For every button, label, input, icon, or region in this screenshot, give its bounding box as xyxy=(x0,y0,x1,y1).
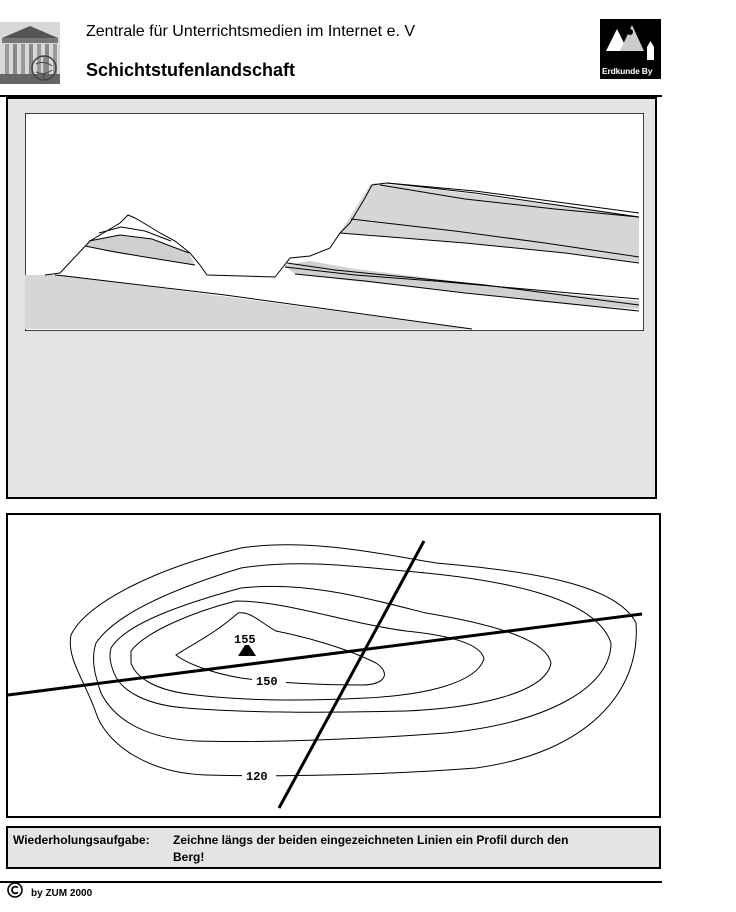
erdkunde-logo: Erdkunde By xyxy=(600,19,661,79)
summit-triangle xyxy=(238,642,256,656)
contour-lines xyxy=(69,544,637,777)
label-155-bg xyxy=(232,632,262,645)
task-text-line2: Berg! xyxy=(173,850,205,864)
profile-middle-band xyxy=(283,261,639,309)
footer-divider xyxy=(0,881,662,883)
task-text-line1: Zeichne längs der beiden eingezeichneten… xyxy=(173,833,569,847)
contour-map-frame xyxy=(6,513,661,818)
parthenon-logo-icon xyxy=(0,22,60,84)
profile-base-layer xyxy=(25,275,472,329)
profile-left-band xyxy=(85,235,195,265)
contour-map: 155 150 120 xyxy=(7,540,643,809)
profile-outlines xyxy=(44,182,640,330)
task-box: Wiederholungsaufgabe: Zeichne längs der … xyxy=(6,826,661,869)
profile-line-a xyxy=(7,612,643,697)
task-label: Wiederholungsaufgabe: xyxy=(13,833,150,847)
profile-line-b xyxy=(277,540,426,809)
footer-credit: by ZUM 2000 xyxy=(31,888,93,899)
header-divider xyxy=(0,95,662,97)
mountains-logo-icon xyxy=(606,25,654,60)
label-150-bg xyxy=(252,674,286,687)
contour-label-150: 150 xyxy=(256,675,278,689)
contour-label-120: 120 xyxy=(246,770,268,784)
page-title: Schichtstufenlandschaft xyxy=(86,60,296,80)
organization-name: Zentrale für Unterrichtsmedien im Intern… xyxy=(86,23,416,40)
contour-label-155: 155 xyxy=(234,633,256,647)
cuesta-profile-diagram xyxy=(25,113,644,331)
label-120-bg xyxy=(242,769,276,782)
logo-caption: Erdkunde By xyxy=(602,66,653,76)
copyright-icon xyxy=(7,882,23,898)
profile-upper-layer xyxy=(340,183,639,263)
